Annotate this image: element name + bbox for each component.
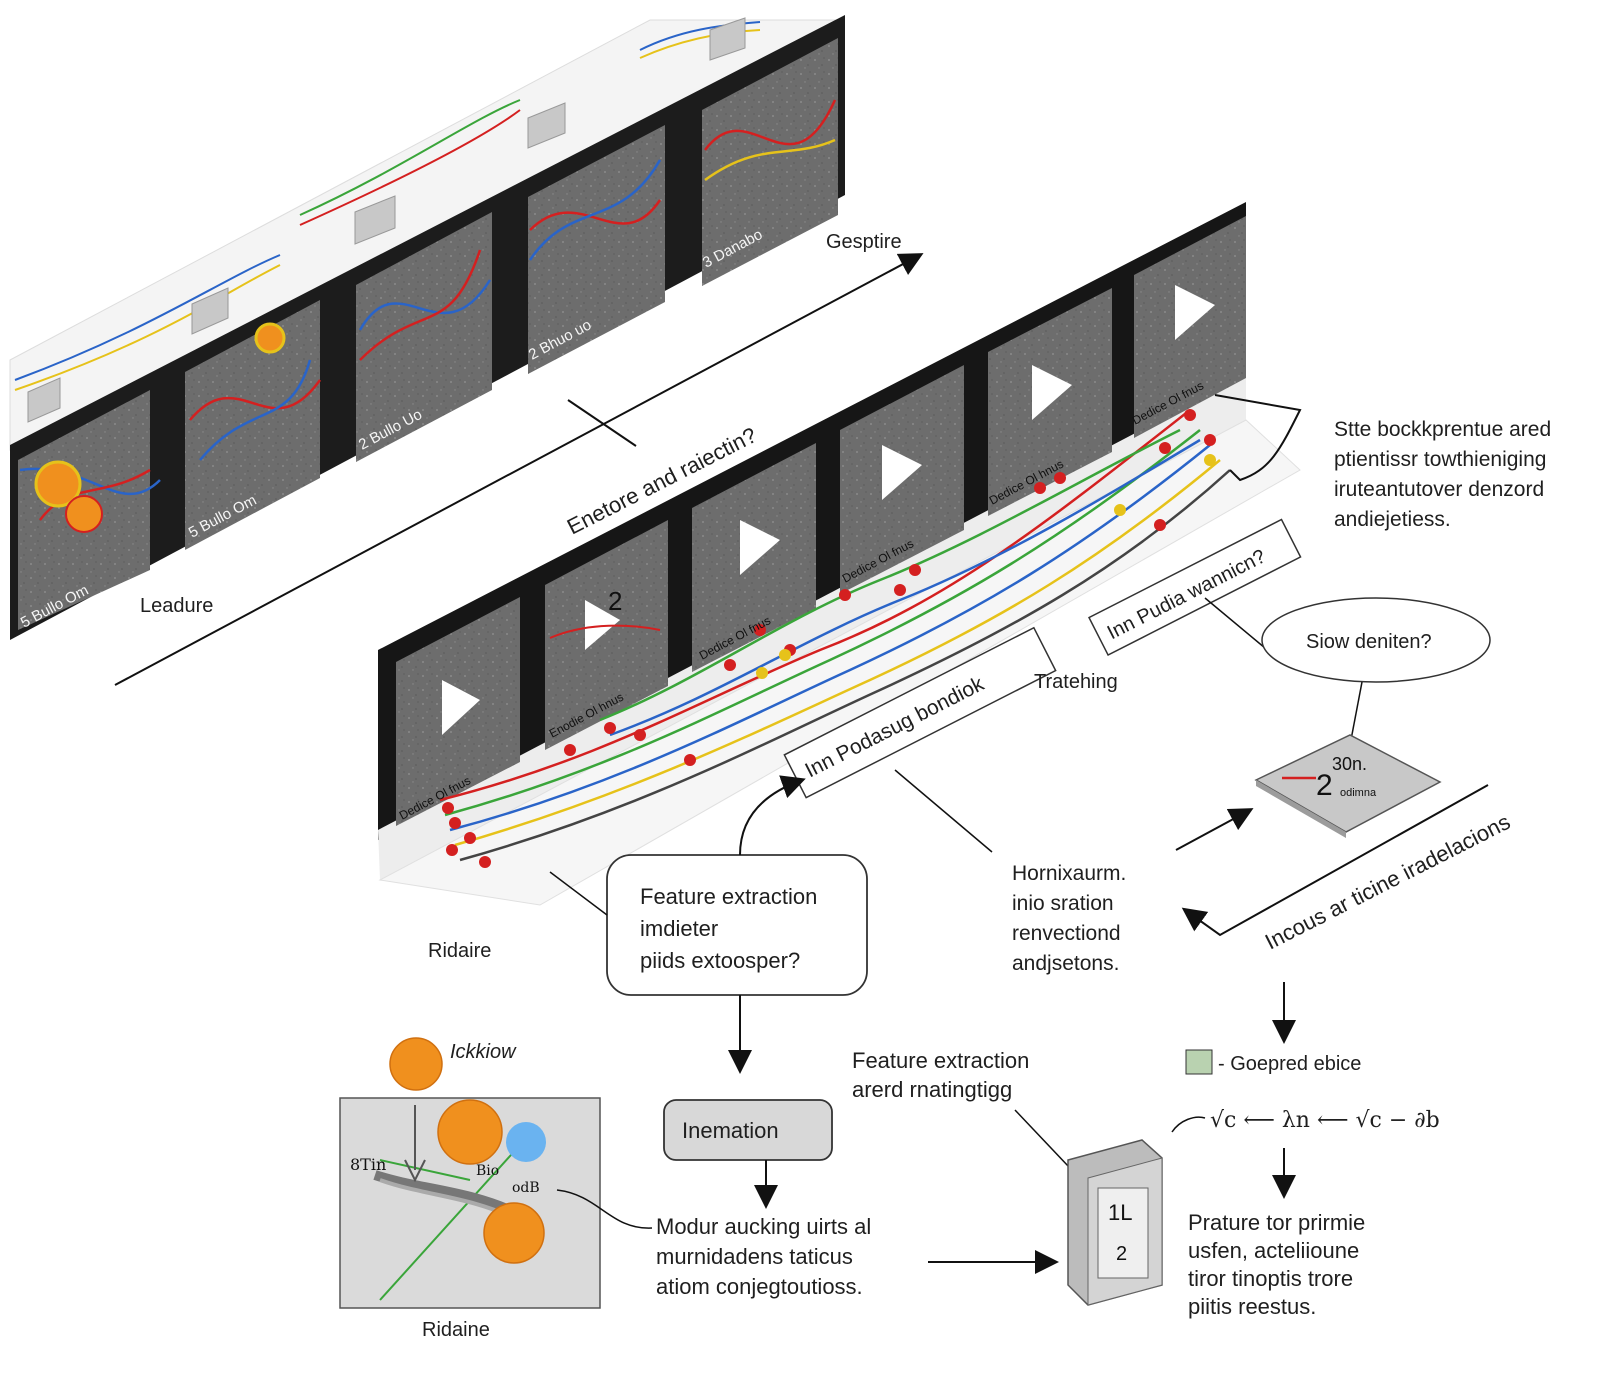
track-blob-2 (65, 495, 103, 533)
svg-text:piitis reestus.: piitis reestus. (1188, 1294, 1316, 1319)
svg-text:Stte bockkprentue ared: Stte bockkprentue ared (1334, 418, 1551, 441)
molecule-panel: 8Tin Bio odB (339, 1097, 653, 1309)
svg-text:usfen, acteliioune: usfen, acteliioune (1188, 1238, 1359, 1263)
prature-text: Prature tor prirmie usfen, acteliioune t… (1188, 1210, 1365, 1319)
svg-text:piids extoosper?: piids extoosper? (640, 948, 800, 973)
label-gesptire: Gesptire (826, 231, 902, 253)
bottom-filmstrip: 2 Dedice Ol fnus Enodie Ol hnus Dedice (378, 202, 1302, 906)
label-tratching: Tratehing (1034, 671, 1118, 693)
svg-text:Feature extraction: Feature extraction (640, 884, 817, 909)
svg-text:tiror tinoptis trore: tiror tinoptis trore (1188, 1266, 1353, 1291)
orange-sphere-icon (389, 1037, 443, 1091)
top-filmstrip: 5 Bullo Om 5 Bullo Om 2 Bullo Uo 2 Bhuo … (9, 15, 845, 640)
svg-text:2: 2 (1316, 769, 1333, 802)
top-tracks (19, 99, 837, 521)
device-icon: 1L 2 (1067, 1139, 1163, 1306)
svg-text:Feature extraction: Feature extraction (852, 1048, 1029, 1073)
svg-text:arerd rnatingtigg: arerd rnatingtigg (852, 1077, 1012, 1102)
main-diagonal-arrow (114, 253, 924, 686)
number-plate: 2 30n. odimna (1254, 734, 1442, 838)
svg-text:8Tin: 8Tin (350, 1155, 386, 1174)
ribbon (1214, 394, 1302, 482)
label-leadure: Leadure (140, 595, 213, 617)
label-ickkiow: Ickkiow (450, 1041, 517, 1063)
svg-text:murnidadens taticus: murnidadens taticus (656, 1244, 853, 1269)
label-ridaire: Ridaire (428, 940, 491, 962)
svg-text:Hornixaurm.: Hornixaurm. (1012, 862, 1126, 885)
label-ridaine: Ridaine (422, 1319, 490, 1341)
svg-text:iruteantutover denzord: iruteantutover denzord (1334, 478, 1544, 501)
svg-text:andiejetiess.: andiejetiess. (1334, 508, 1451, 531)
modur-text: Modur aucking uirts al murnidadens tatic… (656, 1214, 871, 1299)
svg-text:30n.: 30n. (1332, 754, 1367, 774)
svg-text:inio sration: inio sration (1012, 892, 1114, 915)
svg-text:renvectiond: renvectiond (1012, 922, 1121, 945)
svg-text:Bio: Bio (476, 1163, 499, 1179)
track-points (442, 409, 1216, 868)
feature2-text: Feature extraction arerd rnatingtigg (852, 1048, 1029, 1102)
svg-text:andjsetons.: andjsetons. (1012, 952, 1119, 975)
tick-mark (567, 399, 637, 447)
svg-text:odB: odB (512, 1180, 540, 1196)
svg-text:Modur aucking uirts al: Modur aucking uirts al (656, 1214, 871, 1239)
bottom-tracks (439, 409, 1231, 862)
play-icon (1175, 285, 1215, 340)
play-icon (442, 680, 480, 735)
play-icons (442, 285, 1215, 735)
legend-text: - Goepred ebice (1218, 1053, 1361, 1075)
overlay-number: 2 (608, 586, 622, 616)
play-icon (1032, 365, 1072, 420)
svg-text:1L: 1L (1108, 1200, 1132, 1225)
legend-swatch (1185, 1049, 1213, 1075)
label-slow: Siow deniten? (1306, 631, 1432, 653)
svg-text:ptientissr towthieniging: ptientissr towthieniging (1334, 448, 1546, 471)
svg-text:Prature tor prirmie: Prature tor prirmie (1188, 1210, 1365, 1235)
svg-text:atiom conjegtoutioss.: atiom conjegtoutioss. (656, 1274, 863, 1299)
track-blob-3 (254, 322, 286, 354)
svg-text:odimna: odimna (1340, 787, 1377, 799)
svg-text:imdieter: imdieter (640, 916, 718, 941)
top-right-text: Stte bockkprentue ared ptientissr towthi… (1334, 418, 1551, 531)
inemation-box: Inemation (663, 1099, 833, 1161)
callout-slow (1261, 597, 1491, 683)
svg-text:2: 2 (1116, 1243, 1127, 1265)
play-icon (585, 600, 620, 650)
formula: √c ⟵ λn ⟵ √c − ∂b (1210, 1108, 1440, 1133)
label-incous: Incous ar ticine iradelacions (1261, 809, 1514, 955)
homix-text: Hornixaurm. inio sration renvectiond and… (1012, 862, 1126, 975)
feature-box: Feature extraction imdieter piids extoos… (606, 854, 868, 996)
svg-text:Inemation: Inemation (682, 1118, 779, 1143)
play-icon (882, 445, 922, 500)
play-icon (740, 520, 780, 575)
track-blob-1 (34, 460, 82, 508)
